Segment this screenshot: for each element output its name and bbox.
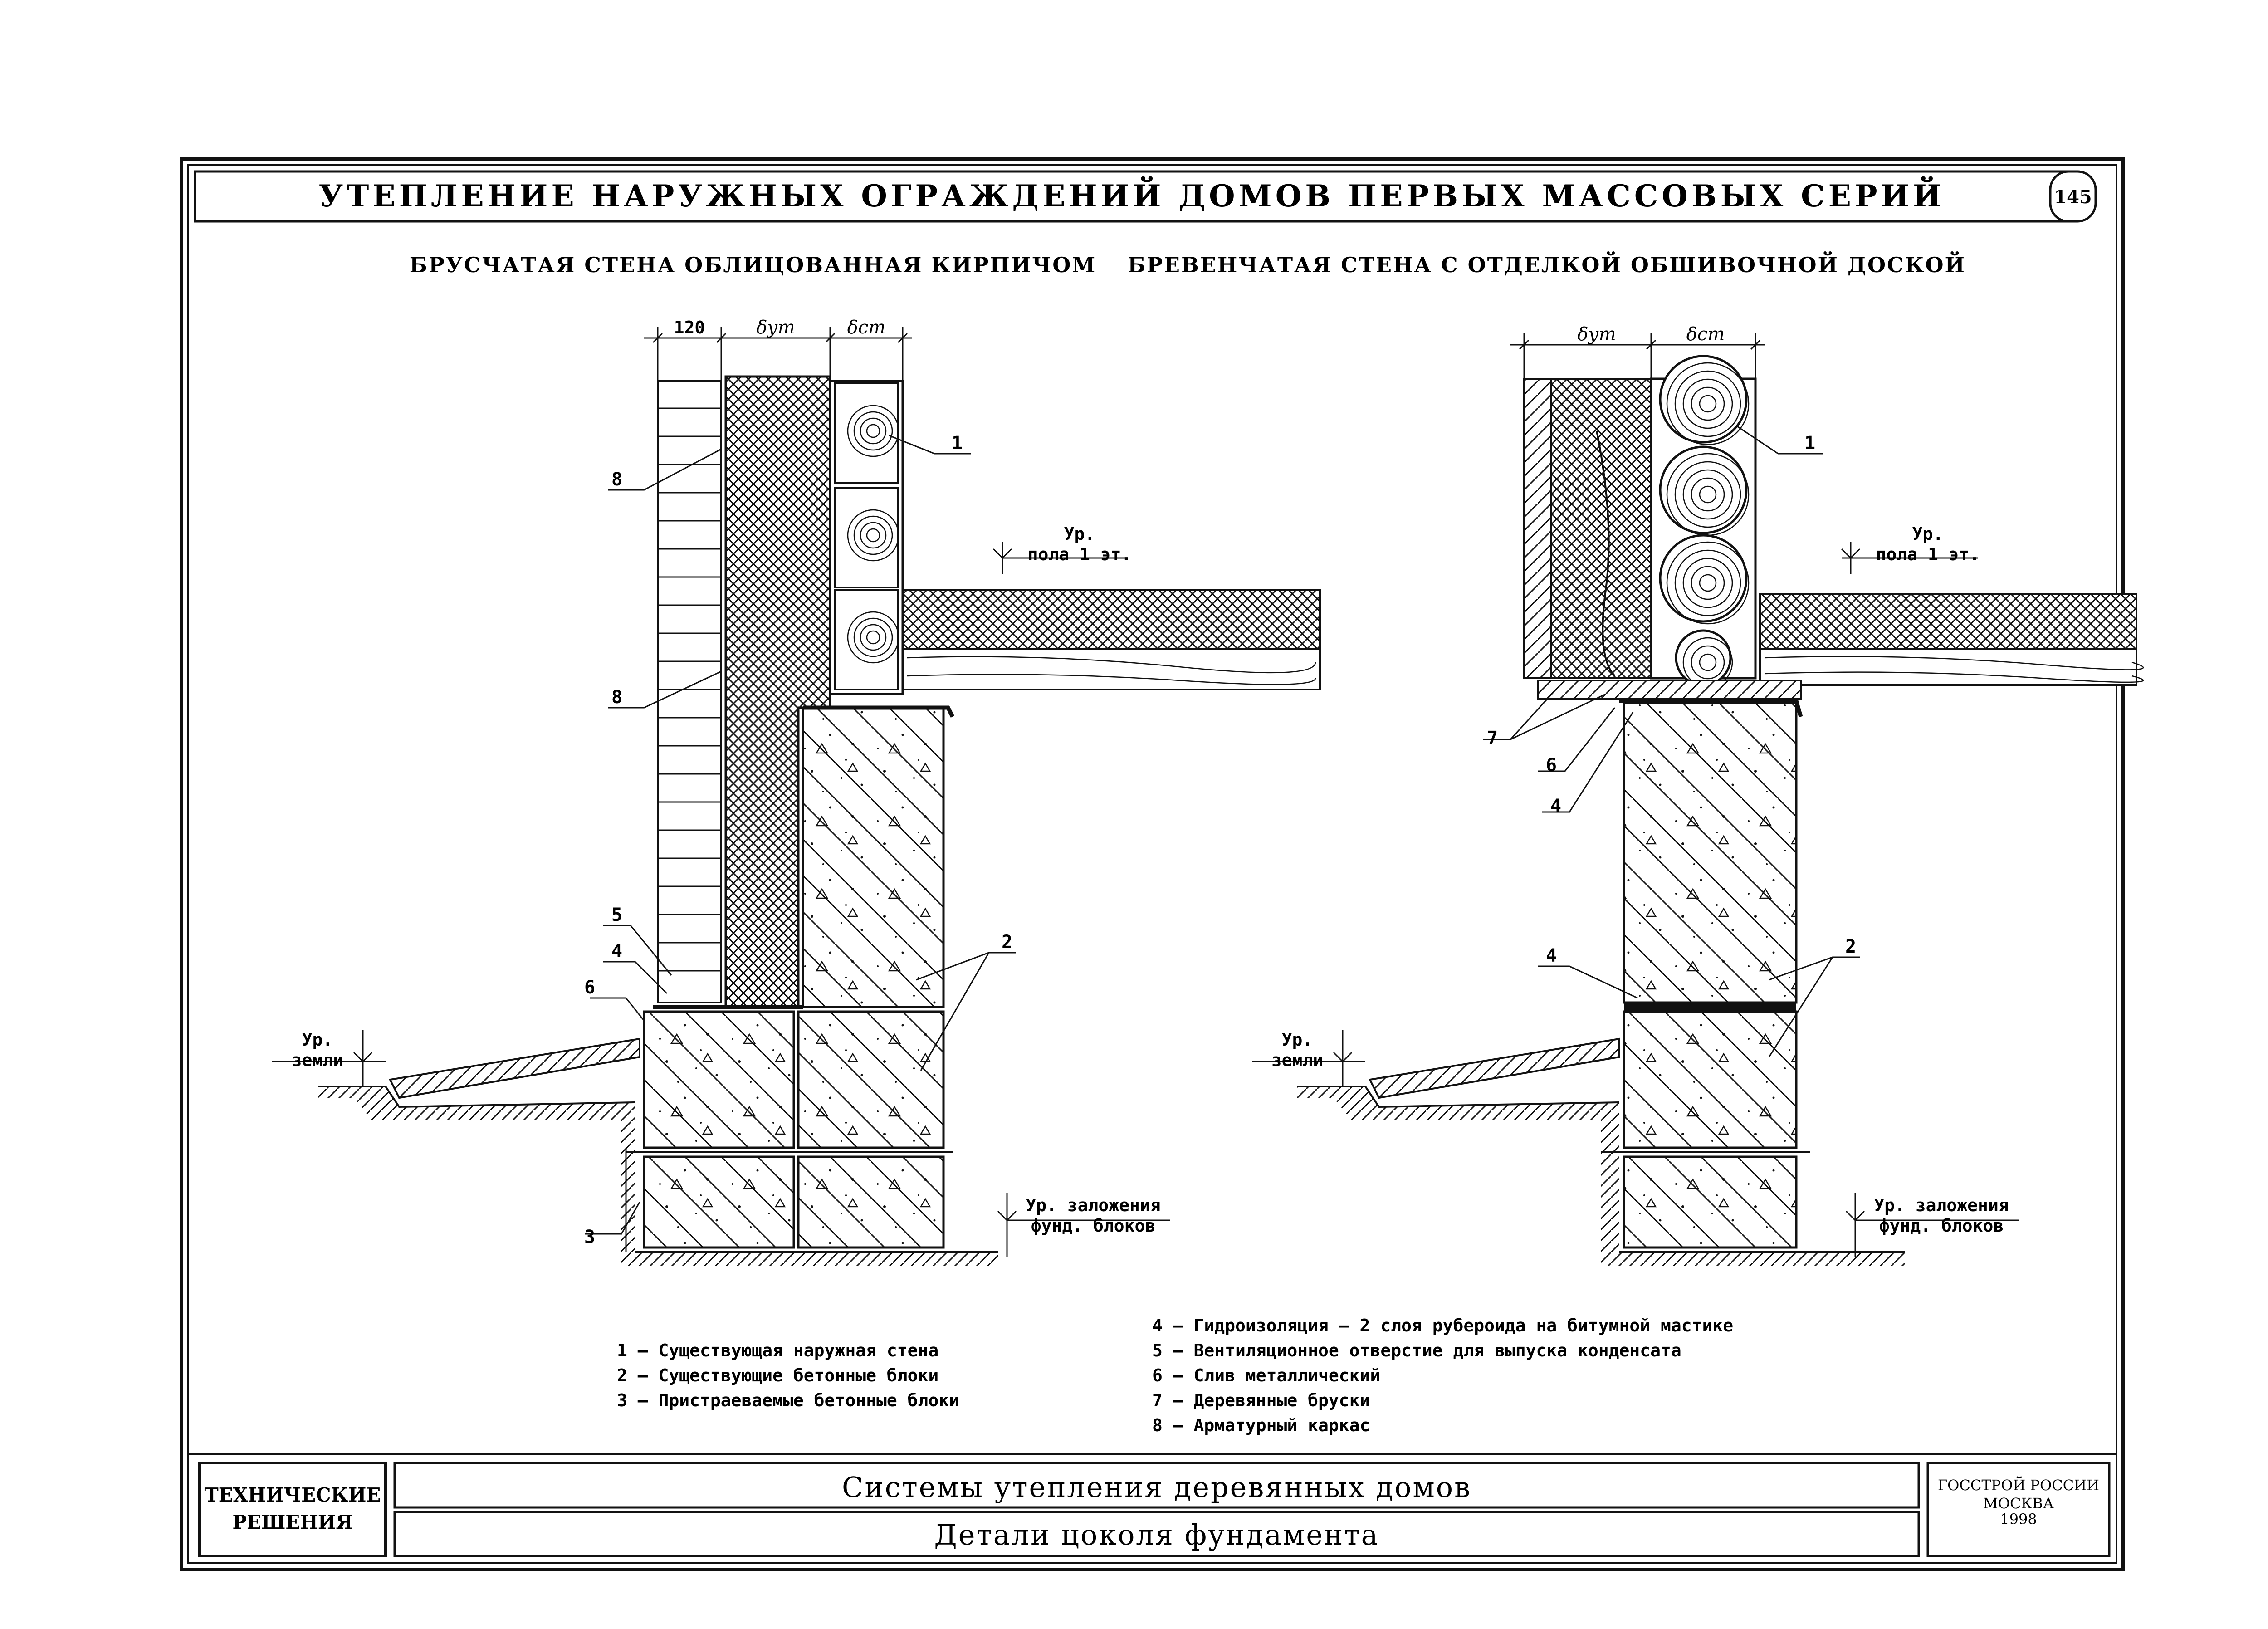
right-detail: БРЕВЕНЧАТАЯ СТЕНА С ОТДЕЛКОЙ ОБШИВОЧНОЙ … xyxy=(1128,251,2144,1266)
left-ground-level-mark xyxy=(272,1030,386,1086)
right-dim-insulation: δут xyxy=(1577,324,1616,345)
page-number-badge: 145 xyxy=(2049,170,2097,223)
left-leader-lines xyxy=(585,435,1016,1235)
left-base-level-1: Ур. заложения xyxy=(1026,1195,1160,1215)
title-block-left-2: РЕШЕНИЯ xyxy=(232,1511,352,1533)
right-dimension-line xyxy=(1510,333,1765,381)
right-callout-2: 2 xyxy=(1845,936,1856,957)
left-callout-8a: 8 xyxy=(611,469,622,490)
title-block-line-2: Детали цоколя фундамента xyxy=(934,1518,1379,1551)
left-base-level-mark xyxy=(997,1193,1170,1257)
right-title: БРЕВЕНЧАТАЯ СТЕНА С ОТДЕЛКОЙ ОБШИВОЧНОЙ … xyxy=(1128,251,1966,277)
legend-item-1: 1 – Существующая наружная стена xyxy=(617,1340,938,1360)
left-base-level-2: фунд. блоков xyxy=(1031,1216,1156,1236)
right-base-level-mark xyxy=(1845,1193,2019,1257)
left-floor xyxy=(902,589,1321,690)
right-base-level-2: фунд. блоков xyxy=(1879,1216,2004,1236)
right-concrete-blocks xyxy=(1601,699,1810,1249)
left-floor-level-1: Ур. xyxy=(1064,524,1095,544)
right-floor-level-mark xyxy=(1841,542,1978,574)
legend-item-3: 3 – Пристраеваемые бетонные блоки xyxy=(617,1390,959,1410)
right-dim-wall: δст xyxy=(1686,324,1725,345)
right-callout-1: 1 xyxy=(1804,433,1815,454)
right-floor-level-2: пола 1 эт. xyxy=(1876,544,1980,564)
left-callout-5: 5 xyxy=(611,905,622,925)
left-title: БРУСЧАТАЯ СТЕНА ОБЛИЦОВАННАЯ КИРПИЧОМ xyxy=(410,253,1097,277)
legend-item-6: 6 – Слив металлический xyxy=(1152,1365,1380,1385)
right-base-level-1: Ур. заложения xyxy=(1874,1195,2009,1215)
left-concrete-blocks xyxy=(626,705,955,1249)
left-timber-wall xyxy=(829,380,904,695)
page-number: 145 xyxy=(2054,186,2092,208)
left-callout-1: 1 xyxy=(952,433,963,454)
left-brick-cladding xyxy=(657,380,722,1003)
left-callout-3: 3 xyxy=(584,1227,595,1247)
legend: 1 – Существующая наружная стена 2 – Суще… xyxy=(617,1316,1733,1435)
right-log-wall xyxy=(1650,355,1757,688)
left-callout-6: 6 xyxy=(584,977,595,998)
legend-item-7: 7 – Деревянные бруски xyxy=(1152,1390,1370,1410)
legend-item-5: 5 – Вентиляционное отверстие для выпуска… xyxy=(1152,1340,1681,1360)
title-block-line-1: Системы утепления деревянных домов xyxy=(842,1471,1471,1504)
legend-item-4: 4 – Гидроизоляция – 2 слоя рубероида на … xyxy=(1152,1316,1733,1335)
left-dim-wall: δст xyxy=(847,317,885,338)
legend-item-8: 8 – Арматурный каркас xyxy=(1152,1415,1370,1435)
right-soil xyxy=(1297,1037,1905,1266)
title-block-left-1: ТЕХНИЧЕСКИЕ xyxy=(205,1484,381,1506)
right-ground-level-1: Ур. xyxy=(1282,1030,1313,1050)
left-dim-brick: 120 xyxy=(674,318,705,338)
left-floor-level-2: пола 1 эт. xyxy=(1028,544,1132,564)
right-floor-level-1: Ур. xyxy=(1912,524,1944,544)
left-ground-level-1: Ур. xyxy=(302,1030,333,1050)
sheet-title: УТЕПЛЕНИЕ НАРУЖНЫХ ОГРАЖДЕНИЙ ДОМОВ ПЕРВ… xyxy=(319,176,1945,214)
right-blind-area xyxy=(1368,1037,1620,1099)
right-board-cladding xyxy=(1523,378,1652,679)
right-floor xyxy=(1537,593,2144,700)
right-ground-level-mark xyxy=(1252,1030,1365,1086)
right-ground-level-2: земли xyxy=(1271,1050,1323,1070)
left-detail: БРУСЧАТАЯ СТЕНА ОБЛИЦОВАННАЯ КИРПИЧОМ 12… xyxy=(272,253,1321,1266)
left-soil xyxy=(318,1037,998,1266)
right-callout-7: 7 xyxy=(1487,728,1498,748)
left-floor-level-mark xyxy=(992,542,1125,574)
left-callout-8b: 8 xyxy=(611,687,622,708)
left-dimension-line xyxy=(644,327,912,386)
right-leader-lines xyxy=(1483,426,1860,1057)
left-callout-2: 2 xyxy=(1002,932,1012,953)
title-block xyxy=(188,1453,2116,1557)
title-block-right-1: ГОССТРОЙ РОССИИ xyxy=(1938,1476,2099,1494)
right-callout-4a: 4 xyxy=(1550,796,1561,817)
left-dim-insulation: δут xyxy=(756,317,795,338)
left-callout-4: 4 xyxy=(611,941,622,962)
title-block-right-3: 1998 xyxy=(2000,1511,2037,1528)
left-ground-level-2: земли xyxy=(292,1050,343,1070)
left-blind-area xyxy=(388,1037,640,1099)
right-callout-4b: 4 xyxy=(1546,945,1557,966)
right-callout-6: 6 xyxy=(1546,755,1557,776)
legend-item-2: 2 – Существующие бетонные блоки xyxy=(617,1365,938,1385)
title-block-right-2: МОСКВА xyxy=(1983,1495,2054,1512)
